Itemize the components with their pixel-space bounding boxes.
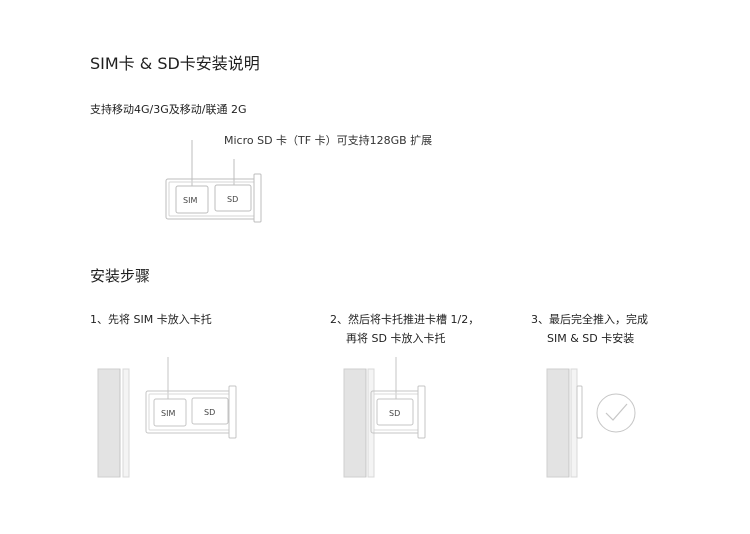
sd-slot [214,184,252,212]
step-2-line-2: 再将 SD 卡放入卡托 [346,332,446,345]
step-3-line-1: 3、最后完全推入，完成 [531,313,648,326]
step-2-sd-card [376,398,414,426]
step-1-sd-label: SD [204,408,215,417]
step-1-text: 1、先将 SIM 卡放入卡托 [90,310,212,329]
installation-steps-title: 安装步骤 [90,267,151,285]
step-2-line-1: 2、然后将卡托推进卡槽 1/2， [330,313,480,326]
sd-slot-label: SD [227,195,238,204]
step-1-sd-slot [191,397,229,425]
page-title: SIM卡 & SD卡安装说明 [90,54,260,73]
step-2-sd-label: SD [389,409,400,418]
sim-slot [175,185,209,214]
step-3-line-2: SIM & SD 卡安装 [547,332,635,345]
step-3-text: 3、最后完全推入，完成 SIM & SD 卡安装 [531,310,648,348]
sim-slot-label: SIM [183,196,197,205]
card-tray-outline [165,178,259,220]
step-1-sim-card [153,398,187,427]
microsd-capacity-note: Micro SD 卡（TF 卡）可支持128GB 扩展 [224,134,433,147]
step-1-sim-label: SIM [161,409,175,418]
step-1-line-1: 1、先将 SIM 卡放入卡托 [90,313,212,326]
network-support-text: 支持移动4G/3G及移动/联通 2G [90,103,247,116]
step-2-text: 2、然后将卡托推进卡槽 1/2， 再将 SD 卡放入卡托 [330,310,479,348]
checkmark-circle-icon [596,393,636,433]
